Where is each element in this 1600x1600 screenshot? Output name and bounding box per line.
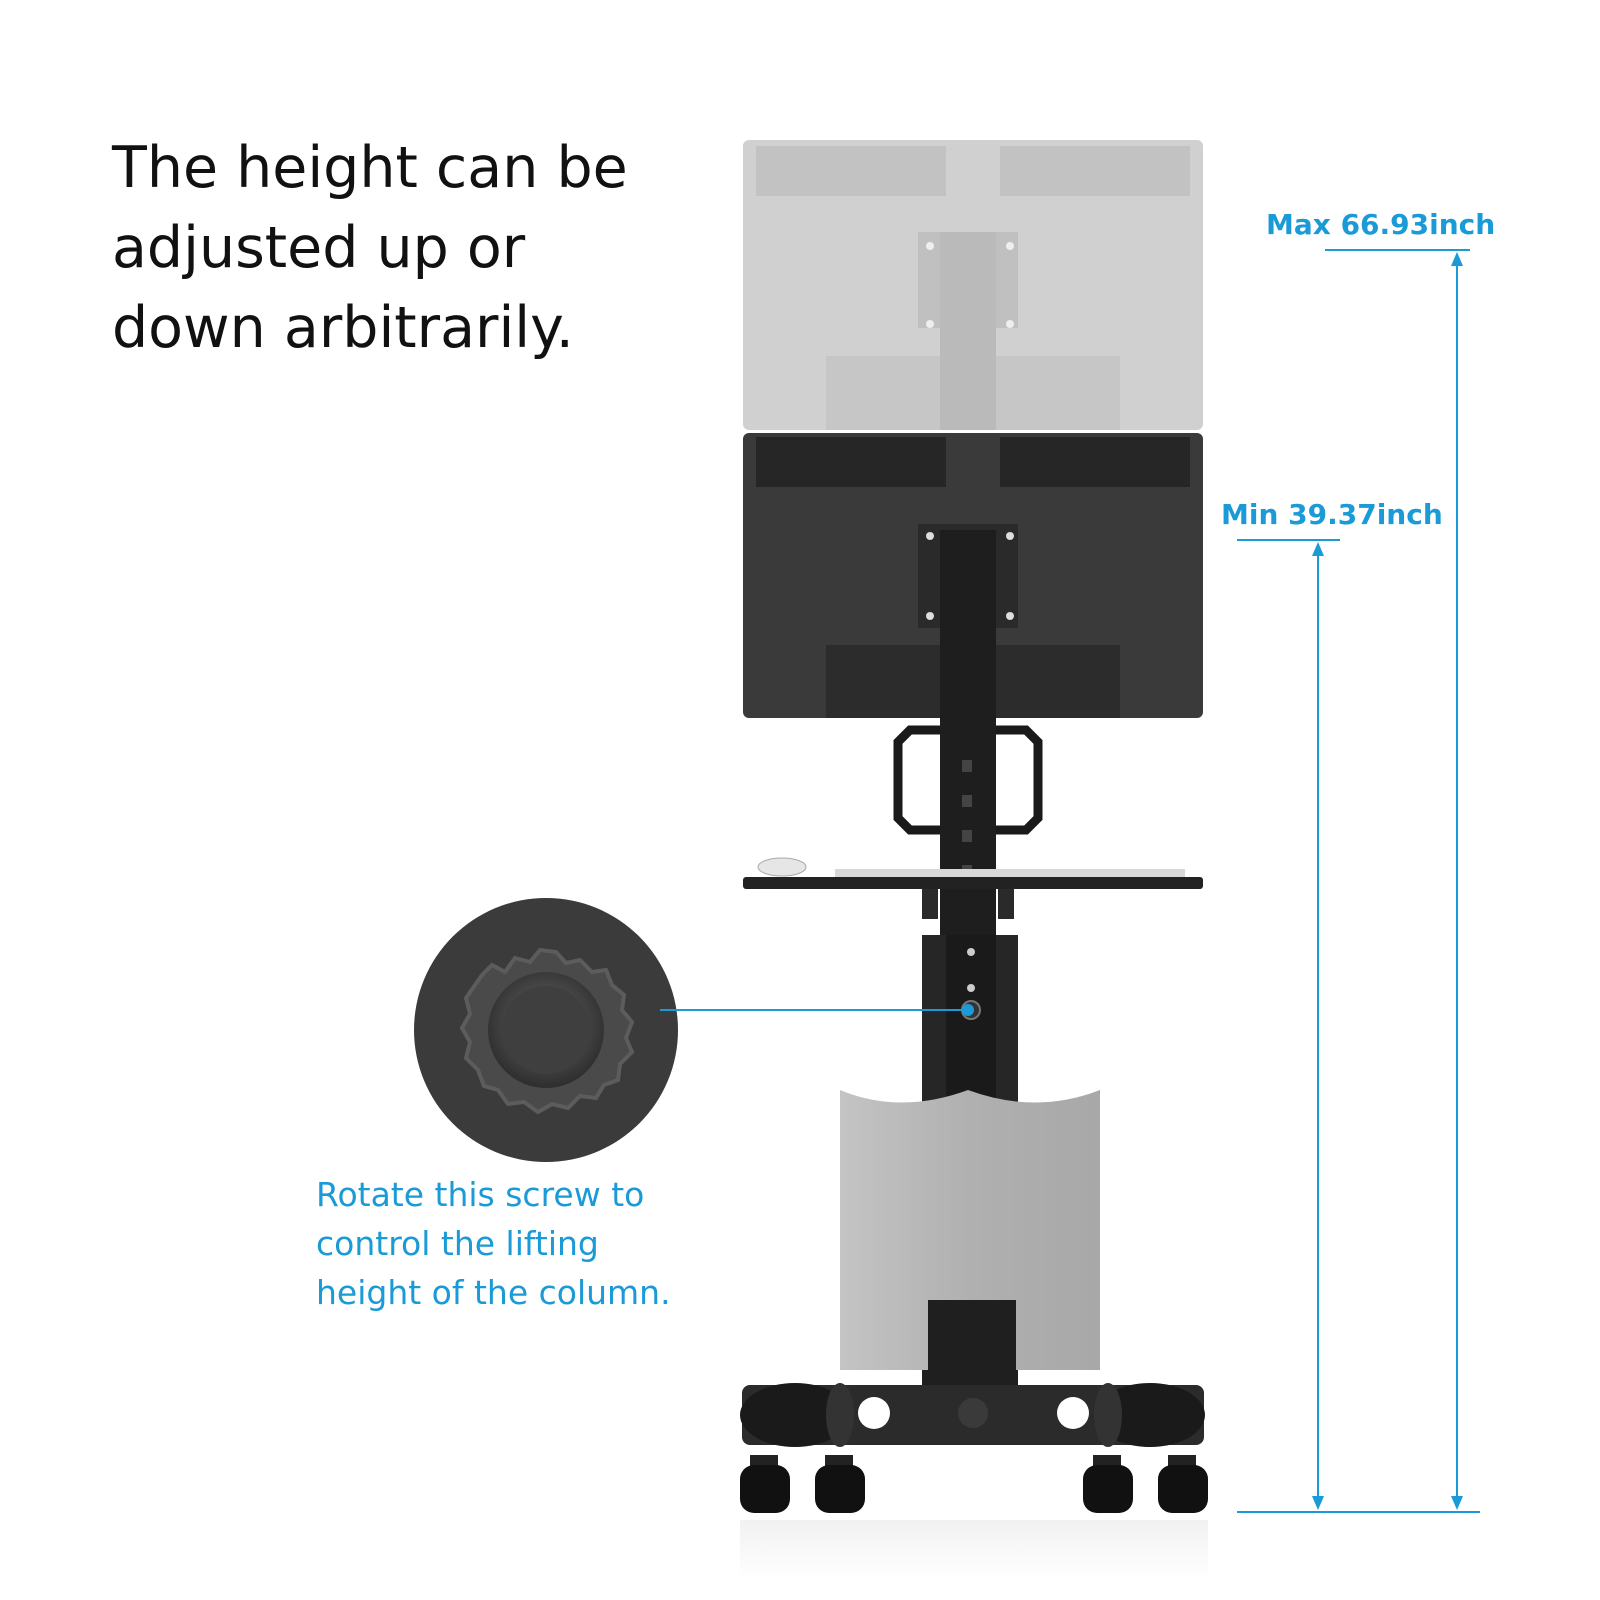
keyboard-tray bbox=[743, 857, 1203, 919]
headline: The height can be adjusted up or down ar… bbox=[112, 128, 672, 368]
cpu-holder bbox=[840, 1090, 1100, 1392]
headline-line-1: The height can be bbox=[112, 135, 628, 201]
ghost-monitor-raised bbox=[743, 140, 1203, 430]
caption-line-2: control the lifting bbox=[316, 1224, 599, 1263]
screw-caption: Rotate this screw to control the lifting… bbox=[316, 1170, 736, 1317]
caption-line-1: Rotate this screw to bbox=[316, 1175, 645, 1214]
height-dimensions bbox=[1237, 249, 1480, 1513]
headline-line-2: adjusted up or bbox=[112, 215, 526, 281]
caption-line-3: height of the column. bbox=[316, 1273, 671, 1312]
screw-closeup bbox=[414, 898, 678, 1162]
headline-line-3: down arbitrarily. bbox=[112, 295, 574, 361]
cart-handle bbox=[893, 725, 1043, 835]
max-height-label: Max 66.93inch bbox=[1266, 208, 1496, 241]
callout-pointer bbox=[660, 1004, 974, 1016]
caster-wheels bbox=[740, 1455, 1208, 1580]
min-height-label: Min 39.37inch bbox=[1221, 498, 1443, 531]
cart-base bbox=[740, 1383, 1205, 1447]
